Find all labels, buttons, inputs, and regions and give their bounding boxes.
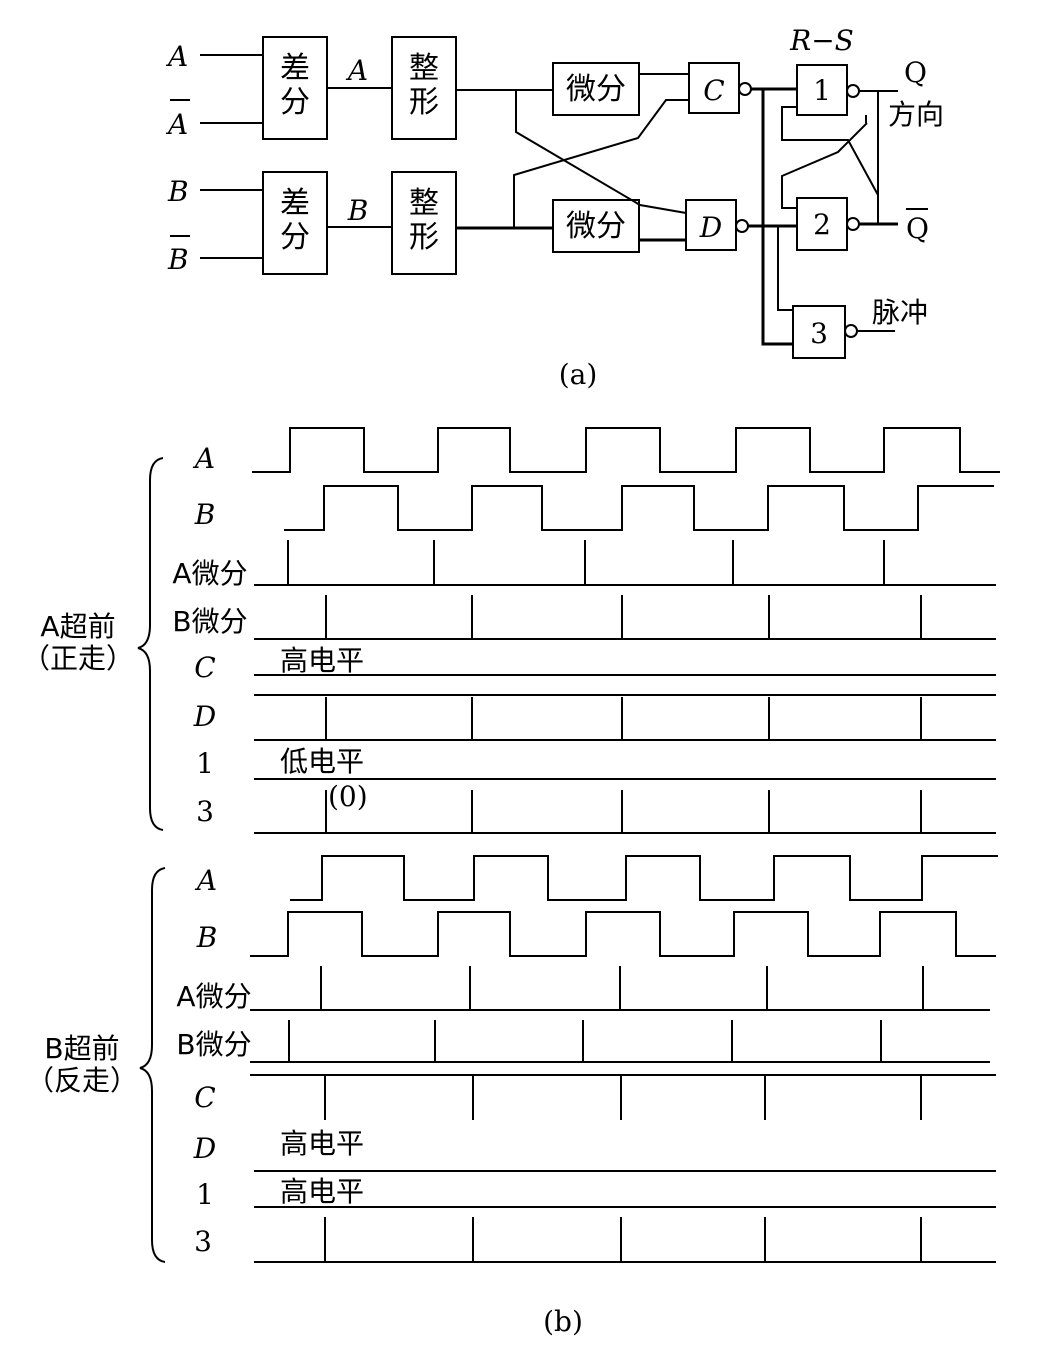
q-output-wire (859, 90, 879, 224)
row-label: C (194, 1081, 215, 1114)
row-label: B (196, 921, 218, 954)
gate-3 (792, 305, 846, 359)
diff-block-a-text-2: 分 (280, 85, 310, 120)
wire-label-a: A (345, 54, 368, 87)
wave-reverse-a (290, 855, 998, 901)
group-label-reverse-1: B超前 (44, 1032, 119, 1065)
feedback-q-to-gate-1 (781, 106, 879, 196)
output-q-bar-label: Q (906, 212, 929, 245)
input-a-label: A (165, 40, 188, 73)
wave-forward-b (284, 485, 994, 531)
row-label: A (194, 864, 217, 897)
inverter-bubble-c (738, 82, 752, 96)
deriv-block-b (552, 199, 640, 253)
note-3-zero: (0) (328, 780, 368, 813)
shaper-block-b (391, 171, 457, 275)
note-1-low: 低电平 (280, 745, 364, 778)
diff-block-b-text-2: 分 (280, 220, 310, 255)
deriv-block-b-text: 微分 (566, 209, 626, 244)
diff-block-a-text-1: 差 (280, 51, 310, 86)
note-c-high: 高电平 (280, 644, 364, 677)
row-label: D (193, 1132, 216, 1165)
group-label-reverse-2: （反走） (26, 1064, 138, 1097)
gate-2-label: 2 (813, 208, 831, 241)
row-label: A (192, 442, 215, 475)
group-label-forward-1: A超前 (40, 610, 115, 643)
circuit-diagram: A A B B 差 分 差 分 A B 整 形 整 形 微分 (165, 24, 944, 391)
brace-reverse (139, 867, 166, 1263)
wire-label-b: B (347, 194, 369, 227)
gate-1-label: 1 (813, 74, 831, 107)
caption-a: (a) (559, 358, 598, 391)
output-direction-label: 方向 (888, 98, 944, 131)
diff-block-a (262, 36, 328, 140)
row-label: 3 (196, 795, 214, 828)
wire-a-to-gate-d (515, 90, 687, 214)
ff-label: R−S (789, 24, 854, 57)
shaper-block-b-text-1: 整 (409, 186, 439, 221)
inverter-bubble-d (735, 219, 749, 233)
diff-block-b-text-1: 差 (280, 186, 310, 221)
shaper-block-a-text-1: 整 (409, 51, 439, 86)
shaper-block-b-text-2: 形 (409, 220, 439, 255)
output-pulse-label: 脉冲 (872, 296, 928, 329)
deriv-block-a (552, 62, 640, 116)
wire-c-to-gate-3 (761, 89, 793, 346)
input-b-bar-label: B (167, 243, 189, 276)
row-label: 1 (196, 747, 214, 780)
gate-d-label: D (699, 211, 722, 244)
input-a-bar-label: A (165, 108, 188, 141)
note-1-high: 高电平 (280, 1175, 364, 1208)
caption-b: (b) (543, 1305, 583, 1338)
inverter-bubble-2 (846, 217, 860, 231)
group-label-forward-2: （正走） (22, 642, 134, 675)
input-b-label: B (167, 175, 189, 208)
shaper-block-a-text-2: 形 (409, 85, 439, 120)
feedback-qbar-to-gate-2 (781, 122, 868, 209)
row-label: 1 (196, 1178, 214, 1211)
gate-3-label: 3 (810, 317, 828, 350)
output-q-label: Q (904, 56, 927, 89)
row-label: B微分 (172, 605, 247, 638)
row-label: B微分 (176, 1028, 251, 1061)
gate-c (688, 62, 740, 114)
row-label: A微分 (176, 980, 251, 1013)
row-label: 3 (194, 1225, 212, 1258)
gate-1 (796, 64, 848, 116)
inverter-bubble-3 (844, 324, 858, 338)
row-label: B (194, 498, 216, 531)
timing-diagram: A超前 （正走） B超前 （反走） A B A微分 B微分 C D 1 3 A … (22, 427, 1000, 1338)
note-d-high: 高电平 (280, 1127, 364, 1160)
wave-reverse-b (250, 911, 996, 957)
row-label: D (193, 700, 216, 733)
waveforms (250, 427, 1000, 1263)
gate-c-label: C (703, 74, 724, 107)
row-label: C (194, 651, 215, 684)
gate-d (685, 199, 737, 251)
brace-forward (137, 457, 164, 831)
row-label: A微分 (172, 557, 247, 590)
inverter-bubble-1 (846, 84, 860, 98)
wave-forward-a (252, 427, 1000, 473)
diff-block-b (262, 171, 328, 275)
gate-2 (796, 197, 848, 251)
wire-b-to-gate-c (513, 99, 689, 228)
wire-d-to-gate-3 (777, 226, 793, 311)
deriv-block-a-text: 微分 (566, 72, 626, 107)
shaper-block-a (391, 36, 457, 140)
